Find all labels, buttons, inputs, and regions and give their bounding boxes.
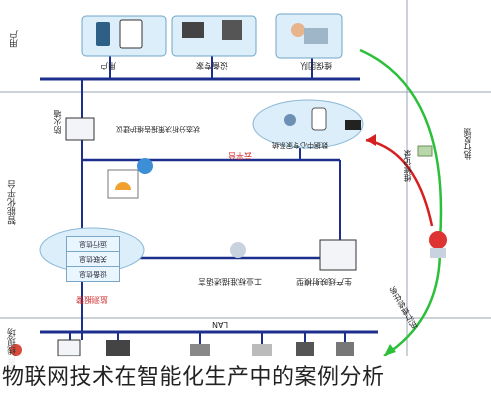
desktop-icon <box>222 20 242 40</box>
machine-icon-6 <box>336 342 354 356</box>
label-equipment-vendor: 设备专家 <box>196 61 228 70</box>
worker-body-icon <box>430 248 446 258</box>
fire-hydrant-icon <box>10 344 22 356</box>
worker-icon <box>291 23 305 37</box>
label-cloud-service: 数据中心专家系统 <box>272 141 328 149</box>
mail-icon <box>417 145 433 157</box>
green-arrowhead <box>384 344 396 356</box>
status-device-info: 设备信息 <box>66 266 120 282</box>
label-maintenance-team: 维保团队 <box>300 61 332 70</box>
label-lan: LAN <box>212 320 229 329</box>
machine-icon-4 <box>252 344 272 356</box>
desk-icon <box>304 28 328 44</box>
label-advisory: 状态分析决策报告维护建议 <box>116 125 200 133</box>
phone-icon <box>96 22 110 46</box>
status-running-info: 运行信息 <box>66 236 120 252</box>
cloud-shape <box>252 99 364 149</box>
machine-icon-5 <box>296 342 314 356</box>
pie-chart-icon <box>115 182 131 190</box>
caption-overlay: 物联网技术在智能化生产中的案例分析 <box>0 356 491 400</box>
model-icon <box>319 239 357 271</box>
server-icon <box>311 107 327 131</box>
red-arrowhead <box>366 134 376 146</box>
info-icon <box>137 158 153 174</box>
status-related-info: 关联信息 <box>66 251 120 267</box>
label-monitor: 监测报警 <box>76 295 108 304</box>
machine-icon-1 <box>57 339 81 357</box>
lock-icon <box>230 242 246 258</box>
robot-icon <box>345 120 361 130</box>
firewall-icon <box>65 117 95 141</box>
expert-icon <box>284 114 296 126</box>
label-firewall: 防火墙 <box>53 110 62 134</box>
machine-icon-3 <box>190 344 210 356</box>
label-industrial-protocol: 工业标准描述语言 <box>198 277 262 286</box>
red-arrow <box>365 138 434 227</box>
label-cloud-platform: 云平台 <box>228 151 252 160</box>
zone-label-platform: 智能化平台 <box>8 180 18 225</box>
green-arrow-upper <box>359 48 443 241</box>
label-user: 用户 <box>100 61 116 70</box>
label-production-model: 生产线映射模型 <box>296 277 352 286</box>
machine-icon-2 <box>106 340 130 356</box>
zone-label-users: 用户 <box>10 30 20 48</box>
maintenance-worker-icon <box>429 231 447 249</box>
label-repair-record: 维修记录 <box>403 150 412 182</box>
green-arrow-lower <box>383 249 442 358</box>
label-feedback: 执行反馈 <box>463 128 472 160</box>
tablet-icon <box>119 19 143 49</box>
laptop-icon <box>182 22 204 38</box>
